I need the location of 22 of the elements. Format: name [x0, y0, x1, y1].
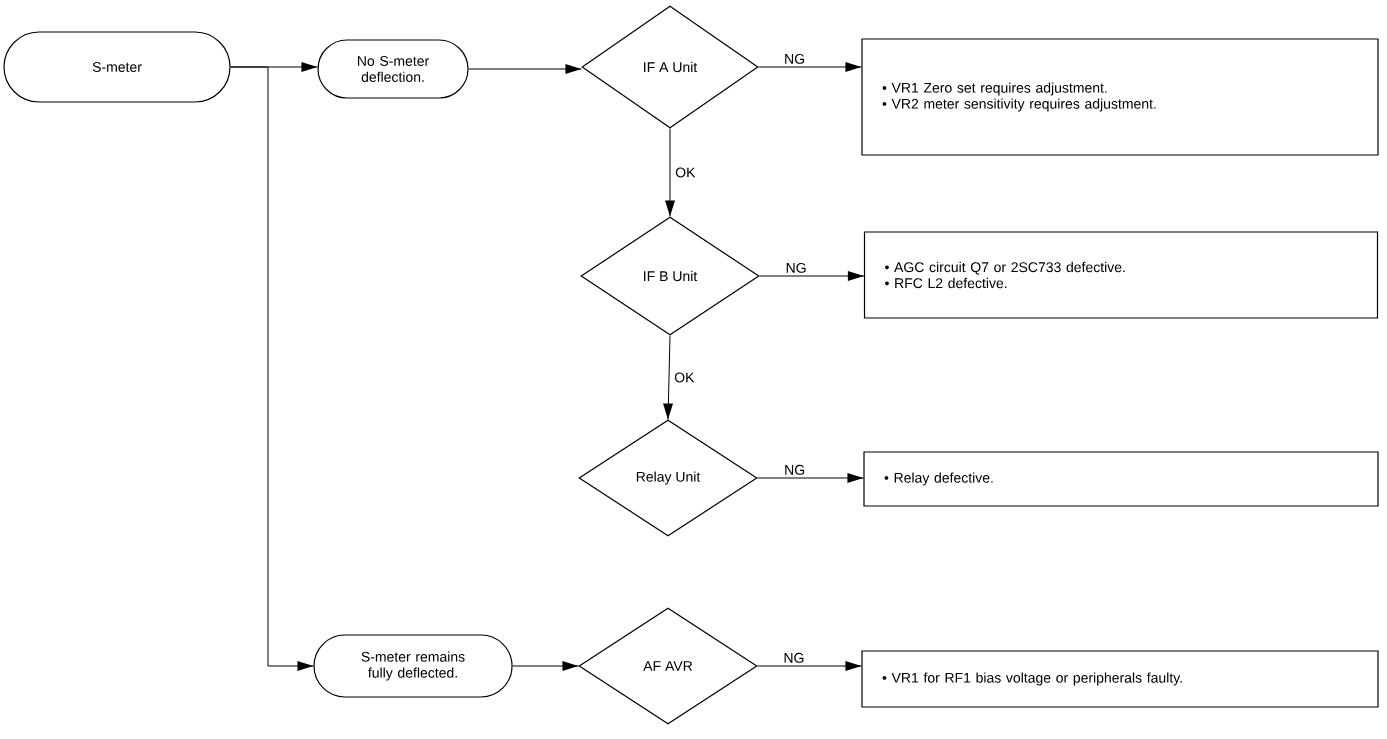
arrow [512, 661, 579, 671]
result-box: • AGC circuit Q7 or 2SC733 defective. • RFC L2 defective. [863, 231, 1379, 319]
arrow [663, 335, 673, 420]
arrow [468, 64, 582, 74]
edge-label: NG [781, 650, 807, 665]
result-box: • VR1 for RF1 bias voltage or peripherals faulty. [861, 650, 1379, 708]
edge-label: NG [782, 462, 808, 477]
rounded-box: S-meter remains fully deflected. [313, 634, 513, 698]
result-box: • VR1 Zero set requires adjustment. • VR2 meter sensitivity requires adjustment. [861, 38, 1379, 156]
edge-label: NG [782, 51, 808, 66]
arrow [759, 271, 865, 281]
arrow [230, 66, 314, 671]
arrow [665, 128, 675, 217]
edge-label: NG [783, 260, 809, 275]
start-terminal: S-meter [3, 31, 231, 103]
edge-label: OK [673, 165, 698, 180]
arrow [757, 473, 864, 483]
result-box: • Relay defective. [863, 451, 1379, 507]
arrow [758, 62, 862, 72]
arrow [757, 661, 862, 671]
rounded-box: No S-meter deflection. [317, 39, 469, 99]
edge-label: OK [672, 370, 697, 385]
